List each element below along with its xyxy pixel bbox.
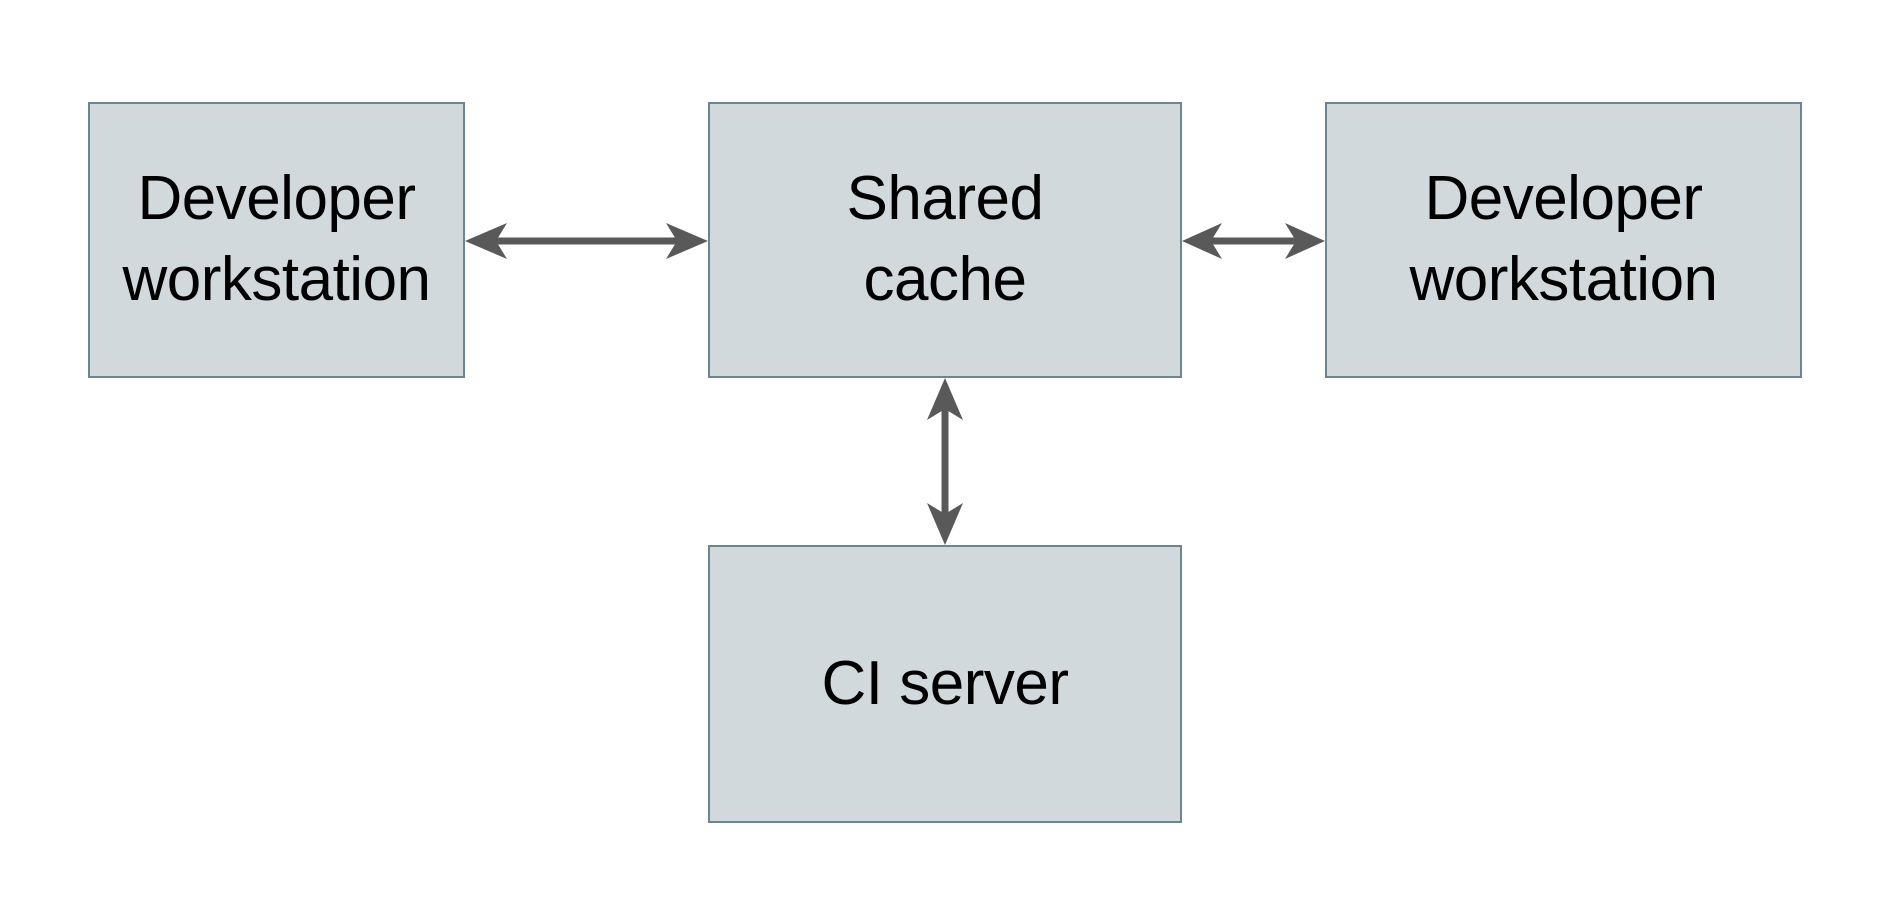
double-arrow-icon (927, 378, 963, 545)
node-label: CI server (821, 648, 1069, 718)
edge-dev-left-to-shared-cache (463, 205, 710, 277)
node-label: Developer workstation (1409, 164, 1718, 314)
node-developer-workstation-right[interactable]: Developer workstation (1325, 102, 1802, 378)
double-arrow-icon (1182, 223, 1325, 259)
edge-shared-cache-to-dev-right (1180, 205, 1327, 277)
node-ci-server[interactable]: CI server (708, 545, 1182, 823)
node-shared-cache[interactable]: Shared cache (708, 102, 1182, 378)
node-label: Shared cache (846, 164, 1044, 314)
node-label: Developer workstation (122, 164, 431, 314)
node-developer-workstation-left[interactable]: Developer workstation (88, 102, 465, 378)
edge-shared-cache-to-ci-server (909, 376, 981, 547)
double-arrow-icon (465, 223, 708, 259)
